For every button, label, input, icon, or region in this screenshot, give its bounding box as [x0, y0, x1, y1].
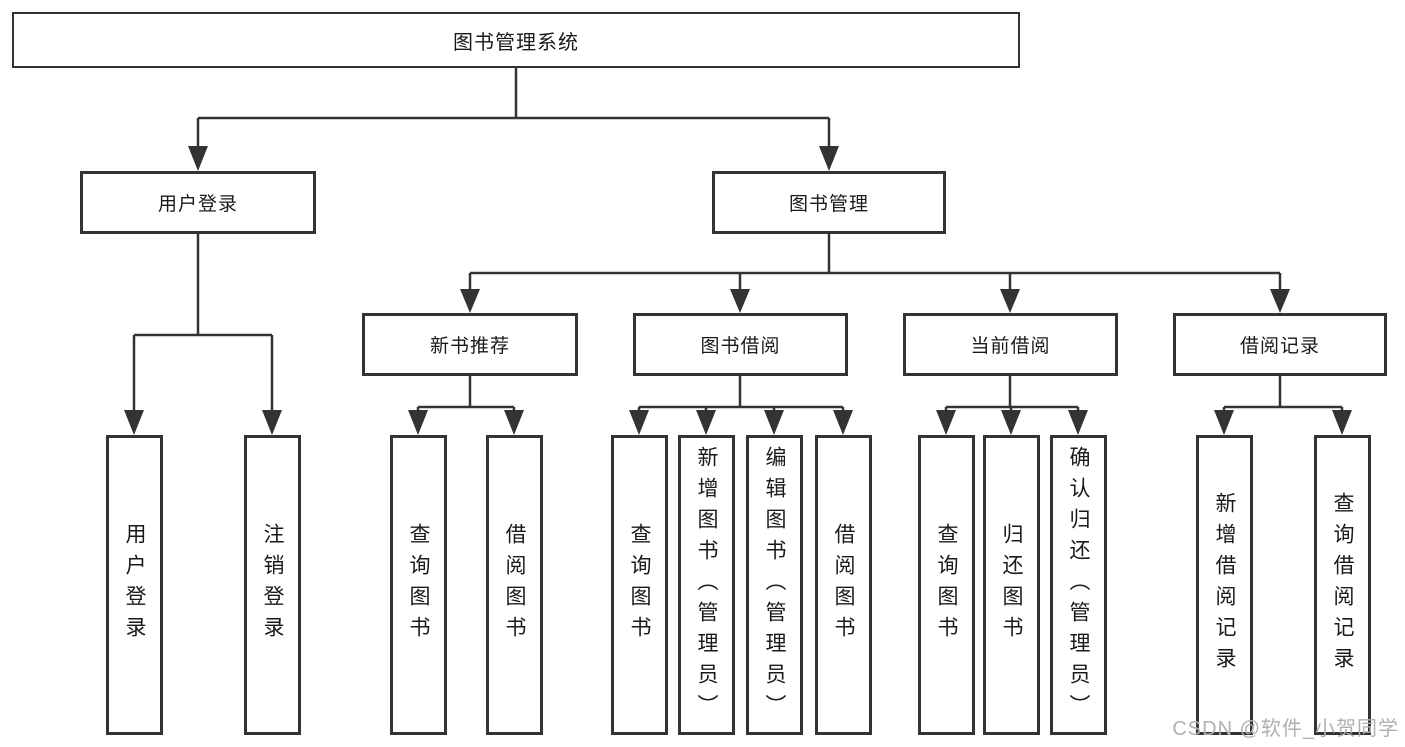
leaf-query-borrow-record-label: 查询借阅记录	[1331, 492, 1355, 678]
leaf-edit-book-admin-label: 编辑图书（管理员）	[763, 445, 787, 725]
leaf-user-login-label: 用户登录	[123, 523, 147, 647]
leaf-add-book-admin-label: 新增图书（管理员）	[695, 445, 719, 725]
leaf-confirm-return-admin-label: 确认归还（管理员）	[1067, 445, 1091, 725]
leaf-current-query-book-label: 查询图书	[935, 523, 959, 647]
leaf-confirm-return-admin: 确认归还（管理员）	[1050, 435, 1107, 735]
leaf-add-borrow-record: 新增借阅记录	[1196, 435, 1253, 735]
leaf-recommend-borrow-book-label: 借阅图书	[503, 523, 527, 647]
leaf-query-borrow-record: 查询借阅记录	[1314, 435, 1371, 735]
leaf-borrowing-borrow-book-label: 借阅图书	[832, 523, 856, 647]
leaf-logout: 注销登录	[244, 435, 301, 735]
node-book-borrowing: 图书借阅	[633, 313, 848, 376]
node-current-borrowing: 当前借阅	[903, 313, 1118, 376]
leaf-edit-book-admin: 编辑图书（管理员）	[746, 435, 803, 735]
leaf-user-login: 用户登录	[106, 435, 163, 735]
leaf-add-borrow-record-label: 新增借阅记录	[1213, 492, 1237, 678]
leaf-current-query-book: 查询图书	[918, 435, 975, 735]
leaf-recommend-borrow-book: 借阅图书	[486, 435, 543, 735]
leaf-return-book-label: 归还图书	[1000, 523, 1024, 647]
leaf-add-book-admin: 新增图书（管理员）	[678, 435, 735, 735]
leaf-logout-label: 注销登录	[261, 523, 285, 647]
leaf-borrowing-query-book: 查询图书	[611, 435, 668, 735]
leaf-recommend-query-book-label: 查询图书	[407, 523, 431, 647]
node-new-book-recommend: 新书推荐	[362, 313, 578, 376]
leaf-borrowing-query-book-label: 查询图书	[628, 523, 652, 647]
csdn-watermark: CSDN @软件_小贺同学	[1172, 718, 1399, 740]
node-root: 图书管理系统	[12, 12, 1020, 68]
leaf-borrowing-borrow-book: 借阅图书	[815, 435, 872, 735]
node-borrow-records: 借阅记录	[1173, 313, 1387, 376]
node-user-login: 用户登录	[80, 171, 316, 234]
node-book-management: 图书管理	[712, 171, 946, 234]
leaf-return-book: 归还图书	[983, 435, 1040, 735]
leaf-recommend-query-book: 查询图书	[390, 435, 447, 735]
